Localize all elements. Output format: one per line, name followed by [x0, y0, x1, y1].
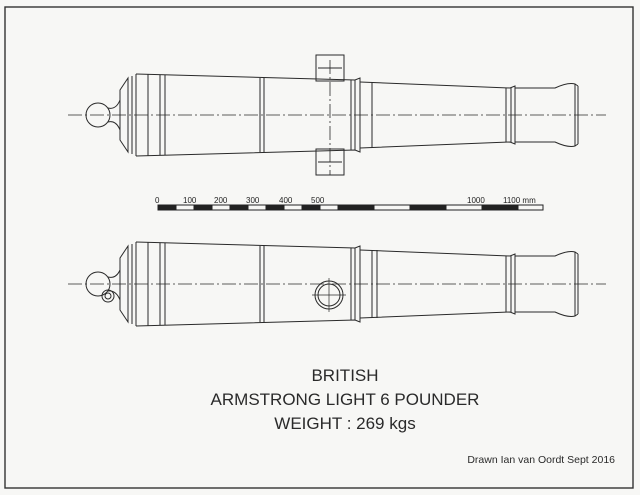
drawing-credit: Drawn Ian van Oordt Sept 2016 — [467, 454, 615, 466]
title-gun-name: ARMSTRONG LIGHT 6 POUNDER — [210, 390, 480, 409]
scale-tick-1100: 1100 mm — [503, 196, 536, 205]
scale-tick-500: 500 — [311, 196, 325, 205]
scale-tick-0: 0 — [155, 196, 160, 205]
scale-tick-400: 400 — [279, 196, 293, 205]
scale-tick-200: 200 — [214, 196, 228, 205]
title-weight: WEIGHT : 269 kgs — [274, 414, 416, 433]
title-country: BRITISH — [311, 366, 379, 385]
scale-tick-100: 100 — [183, 196, 197, 205]
scale-tick-300: 300 — [246, 196, 260, 205]
scale-tick-1000: 1000 — [467, 196, 485, 205]
